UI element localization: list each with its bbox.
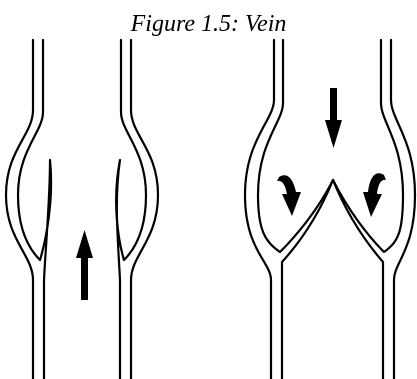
curved-arrow-right-icon [363, 173, 386, 217]
open-valve-panel [6, 40, 158, 379]
right-valve-cusp-2 [333, 180, 383, 379]
up-arrow-icon [76, 230, 93, 300]
closed-valve-panel [245, 40, 415, 379]
left-vein-wall-inner [18, 40, 43, 260]
left-vein-wall-inner-2 [258, 40, 333, 252]
right-vein-wall-inner [121, 40, 146, 260]
down-arrow-icon [325, 88, 342, 148]
right-vein-wall-inner-2 [333, 40, 403, 252]
right-valve-cusp [116, 160, 124, 379]
curved-arrow-left-icon [277, 175, 301, 216]
left-valve-cusp [40, 160, 51, 379]
